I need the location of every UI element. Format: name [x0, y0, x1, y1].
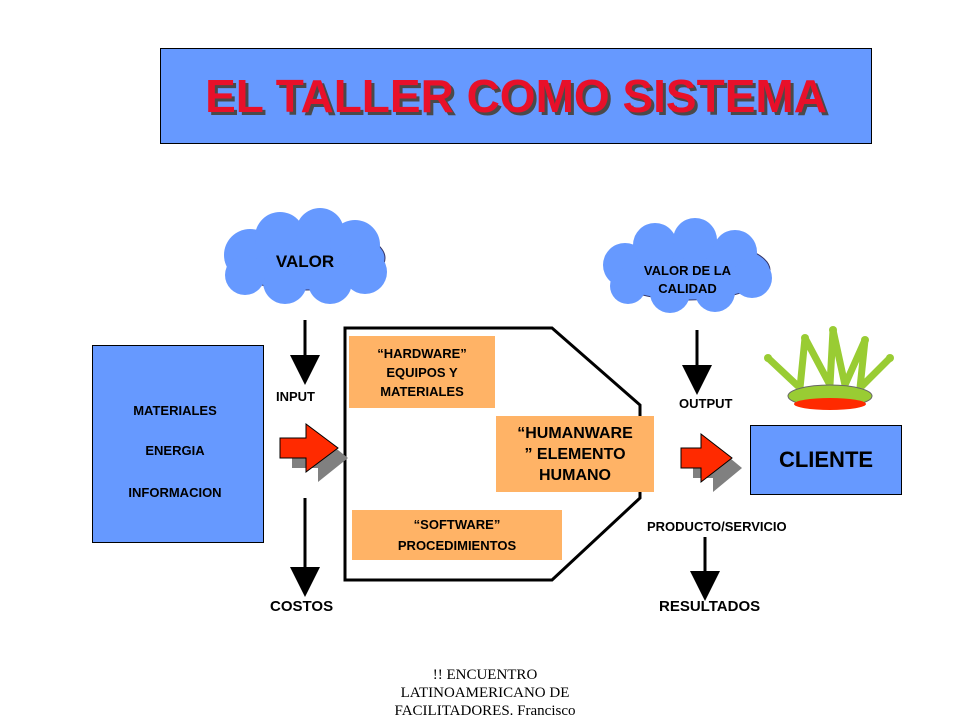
inputs-box: MATERIALES ENERGIA INFORMACION	[92, 345, 264, 543]
cloud-calidad-line1: VALOR DE LA	[643, 263, 732, 278]
input-arrow-icon	[279, 423, 348, 482]
software-box: “SOFTWARE” PROCEDIMIENTOS	[352, 510, 562, 560]
resultados-label: RESULTADOS	[659, 598, 761, 615]
output-arrow-icon	[680, 432, 742, 492]
footer-text: !! ENCUENTRO LATINOAMERICANO DE FACILITA…	[370, 666, 600, 720]
hardware-line1: “HARDWARE”	[377, 345, 467, 361]
humanware-box: “HUMANWARE ” ELEMENTO HUMANO	[496, 416, 654, 492]
hardware-line3: MATERIALES	[380, 383, 464, 399]
cliente-box: CLIENTE	[750, 425, 902, 495]
input-item-informacion: INFORMACION	[128, 485, 222, 500]
cloud-valor-label: VALOR	[275, 252, 335, 271]
cloud-calidad-shape	[603, 218, 772, 313]
crown-icon	[764, 326, 894, 410]
input-label: INPUT	[276, 389, 315, 404]
hardware-box: “HARDWARE” EQUIPOS Y MATERIALES	[349, 336, 495, 408]
footer-line1: !! ENCUENTRO	[432, 667, 538, 683]
footer-line3: FACILITADORES. Francisco	[394, 703, 576, 719]
hardware-line2: EQUIPOS Y	[386, 364, 458, 380]
input-item-energia: ENERGIA	[145, 443, 205, 458]
cloud-calidad-label: VALOR DE LA CALIDAD	[620, 262, 755, 298]
output-label: OUTPUT	[679, 396, 733, 411]
software-line2: PROCEDIMIENTOS	[397, 538, 517, 553]
system-boundary	[343, 326, 642, 582]
humanware-line2: ” ELEMENTO	[524, 445, 626, 463]
page-title: EL TALLER COMO SISTEMA	[205, 70, 827, 122]
software-line1: “SOFTWARE”	[413, 517, 501, 532]
cloud-valor-shape	[224, 208, 387, 304]
title-banner: EL TALLER COMO SISTEMA	[160, 48, 872, 144]
humanware-line1: “HUMANWARE	[517, 424, 633, 442]
cloud-calidad-line2: CALIDAD	[658, 281, 717, 296]
costos-label: COSTOS	[270, 598, 334, 615]
input-item-materiales: MATERIALES	[133, 403, 217, 418]
cliente-label: CLIENTE	[778, 447, 874, 472]
humanware-line3: HUMANO	[539, 466, 611, 484]
producto-servicio-label: PRODUCTO/SERVICIO	[647, 519, 787, 534]
footer-line2: LATINOAMERICANO DE	[400, 685, 570, 701]
